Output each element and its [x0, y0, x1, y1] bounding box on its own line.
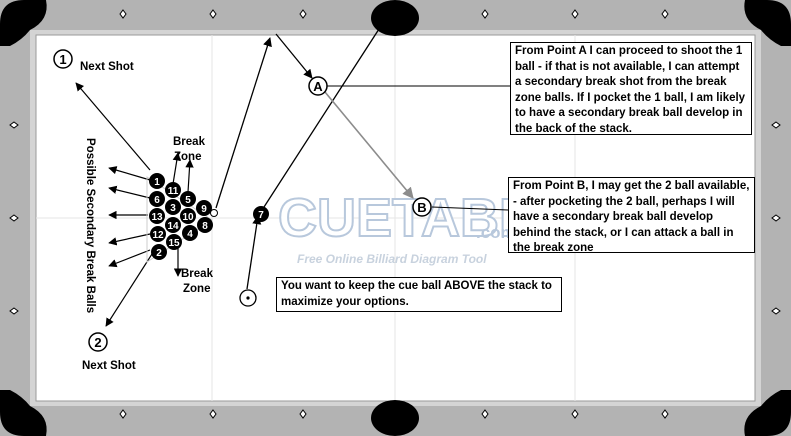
pocket-bottom-side	[371, 400, 419, 436]
arrow-secondary-2	[108, 185, 151, 199]
break-zone-bottom-label-1: Break	[181, 268, 214, 280]
ball-5: 5	[180, 191, 196, 207]
break-arrows	[75, 82, 194, 327]
ball-4: 4	[182, 225, 198, 241]
arrow-secondary-4	[108, 233, 151, 246]
pocket-top-left	[0, 0, 47, 46]
ball-9: 9	[196, 200, 212, 216]
ball-7: 7	[253, 206, 269, 222]
svg-text:8: 8	[202, 221, 208, 232]
svg-text:4: 4	[187, 229, 193, 240]
pocket-bottom-right	[744, 390, 791, 436]
svg-text:5: 5	[185, 195, 191, 206]
ball-3: 3	[165, 199, 181, 215]
cue-path	[215, 11, 391, 290]
next-shot-2-marker: 2	[88, 332, 108, 352]
next-shot-2-label: Next Shot	[82, 360, 136, 372]
cue-ball-note: You want to keep the cue ball ABOVE the …	[276, 277, 562, 312]
cue-path-a-to-b	[324, 91, 414, 199]
pocket-top-right	[744, 0, 791, 46]
break-zone-bottom-label-2: Zone	[183, 283, 210, 295]
svg-text:15: 15	[168, 238, 180, 249]
svg-text:1: 1	[154, 177, 160, 188]
arrow-break-zone-up-1	[172, 152, 181, 185]
svg-text:11: 11	[168, 186, 179, 197]
svg-text:10: 10	[182, 212, 194, 223]
svg-text:7: 7	[258, 210, 264, 221]
next-shot-1-label: Next Shot	[80, 61, 134, 73]
secondary-break-balls-label: Possible Secondary Break Balls	[84, 138, 96, 313]
arrow-secondary-1	[108, 166, 151, 181]
watermark-suffix: .com	[476, 223, 516, 242]
connector-b-note	[431, 206, 509, 211]
svg-text:A: A	[313, 79, 323, 94]
ball-6: 6	[149, 191, 165, 207]
object-path-7-to-pocket	[263, 11, 391, 208]
ball-13: 13	[149, 208, 165, 224]
svg-text:2: 2	[94, 335, 101, 350]
svg-text:6: 6	[154, 195, 160, 206]
point-b-note: From Point B, I may get the 2 ball avail…	[508, 177, 755, 254]
point-a-note: From Point A I can proceed to shoot the …	[510, 42, 752, 135]
point-a-note-text: From Point A I can proceed to shoot the …	[515, 45, 746, 135]
cue-ball-note-text: You want to keep the cue ball ABOVE the …	[281, 280, 552, 308]
arrow-secondary-5	[108, 249, 151, 268]
cue-path-to-7	[246, 215, 262, 290]
point-a-marker: A	[308, 76, 328, 96]
arrow-next-shot-2	[105, 253, 153, 327]
arrow-break-zone-up-2	[185, 159, 194, 193]
ball-rack: 1 11 5 6 3 13 14 10 9 12 4 8 15 2 7	[149, 173, 269, 260]
ball-14: 14	[165, 217, 181, 233]
cue-path-rail-to-a	[275, 33, 313, 79]
break-zone-top-label-2: Zone	[174, 151, 201, 163]
ball-1: 1	[149, 173, 165, 189]
next-shot-1-marker: 1	[53, 49, 73, 69]
svg-text:12: 12	[152, 230, 164, 241]
ghost-ball-contact	[210, 209, 218, 217]
ball-10: 10	[180, 208, 196, 224]
svg-text:3: 3	[170, 203, 176, 214]
svg-text:2: 2	[156, 248, 162, 259]
svg-text:1: 1	[59, 52, 66, 67]
svg-text:13: 13	[151, 212, 163, 223]
point-b-marker: B	[412, 197, 432, 217]
ball-11: 11	[165, 182, 181, 198]
ball-12: 12	[150, 226, 166, 242]
ball-15: 15	[166, 234, 182, 250]
pocket-top-side	[371, 0, 419, 36]
svg-text:9: 9	[201, 204, 207, 215]
break-zone-top-label-1: Break	[173, 136, 206, 148]
pocket-bottom-left	[0, 390, 47, 436]
rail-diamonds	[9, 9, 781, 419]
ball-8: 8	[197, 217, 213, 233]
watermark-subtitle: Free Online Billiard Diagram Tool	[297, 252, 487, 266]
ball-2: 2	[151, 244, 167, 260]
point-b-note-text: From Point B, I may get the 2 ball avail…	[513, 180, 750, 254]
cue-path-to-rail	[215, 37, 272, 209]
svg-text:14: 14	[167, 221, 179, 232]
cue-ball	[239, 289, 257, 307]
arrow-next-shot-1	[75, 82, 151, 171]
svg-text:B: B	[417, 200, 426, 215]
